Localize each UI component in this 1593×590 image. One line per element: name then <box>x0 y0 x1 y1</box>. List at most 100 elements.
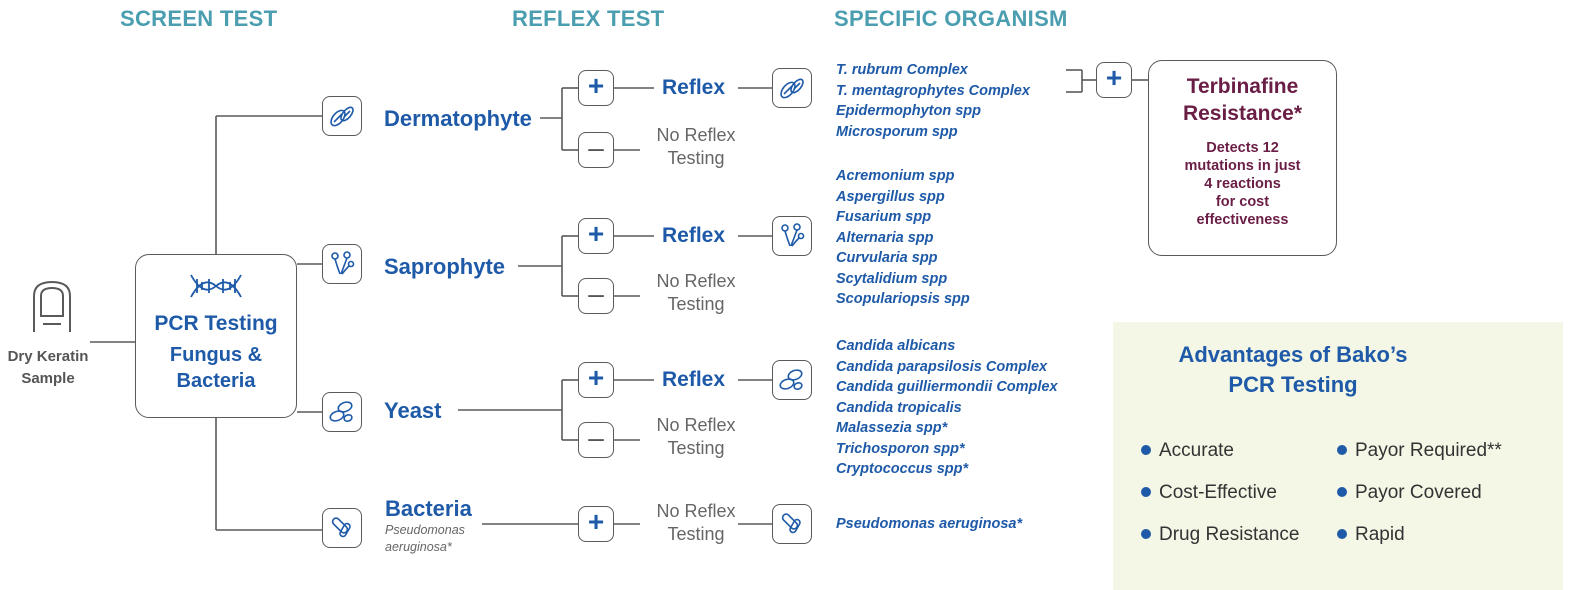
advantage-label: Cost-Effective <box>1159 482 1277 503</box>
category-saprophyte: Saprophyte <box>384 254 506 279</box>
saprophyte-icon <box>322 244 362 284</box>
no-reflex-line1: No Reflex <box>656 415 736 435</box>
bullet-icon <box>1337 487 1347 497</box>
saprophyte-icon <box>772 216 812 256</box>
category-bacteria: Bacteria <box>385 496 472 521</box>
no-reflex-testing: No Reflex Testing <box>641 500 751 546</box>
bacteria-icon <box>772 504 812 544</box>
advantage-label: Accurate <box>1159 440 1234 461</box>
terbinafine-desc-line: Detects 12 <box>1206 140 1279 156</box>
bullet-icon <box>1337 445 1347 455</box>
organism-item: Pseudomonas aeruginosa* <box>836 516 1023 532</box>
pcr-title: PCR Testing <box>154 312 278 335</box>
pcr-testing-box: PCR Testing Fungus & Bacteria <box>135 254 297 418</box>
advantage-label: Payor Required** <box>1355 440 1502 461</box>
sample-label-line2: Sample <box>21 370 75 387</box>
plus-icon: + <box>1096 62 1132 98</box>
no-reflex-line2: Testing <box>667 148 725 168</box>
minus-icon: – <box>578 422 614 458</box>
advantage-item: Cost-Effective <box>1141 482 1277 504</box>
terbinafine-title-line2: Resistance* <box>1182 102 1303 125</box>
reflex-label: Reflex <box>662 368 726 391</box>
bacteria-subtitle: Pseudomonas aeruginosa* <box>385 522 465 556</box>
no-reflex-testing: No Reflex Testing <box>641 124 751 170</box>
terbinafine-description: Detects 12 mutations in just 4 reactions… <box>1149 139 1336 229</box>
no-reflex-testing: No Reflex Testing <box>641 270 751 316</box>
terbinafine-resistance-box: Terbinafine Resistance* Detects 12 mutat… <box>1148 60 1337 256</box>
terbinafine-title: Terbinafine Resistance* <box>1149 73 1336 127</box>
organism-item: Epidermophyton spp <box>836 103 981 119</box>
organism-item: Microsporum spp <box>836 123 958 140</box>
advantage-item: Drug Resistance <box>1141 524 1299 546</box>
organism-list-yeast: Candida albicans Candida parapsilosis Co… <box>836 336 1058 480</box>
organism-item: Candida guilliermondii Complex <box>836 379 1058 395</box>
sample-label-line1: Dry Keratin <box>7 348 89 365</box>
organism-item: Trichosporon spp* <box>836 440 965 457</box>
organism-item: T. mentagrophytes Complex <box>836 82 1030 99</box>
advantage-item: Accurate <box>1141 440 1234 462</box>
organism-item: Scopulariopsis spp <box>836 291 970 307</box>
organism-item: T. rubrum Complex <box>836 62 968 78</box>
no-reflex-line1: No Reflex <box>656 271 736 291</box>
organism-list-dermatophyte: T. rubrum Complex T. mentagrophytes Comp… <box>836 60 1030 142</box>
advantage-label: Rapid <box>1355 524 1405 545</box>
plus-icon: + <box>578 362 614 398</box>
organism-list-saprophyte: Acremonium spp Aspergillus spp Fusarium … <box>836 166 970 310</box>
organism-item: Cryptococcus spp* <box>836 461 969 477</box>
organism-item: Candida parapsilosis Complex <box>836 358 1048 375</box>
advantage-label: Drug Resistance <box>1159 524 1300 545</box>
terbinafine-desc-line: 4 reactions <box>1204 176 1281 192</box>
no-reflex-line1: No Reflex <box>656 125 736 145</box>
plus-icon: + <box>578 70 614 106</box>
advantages-panel: Advantages of Bako’s PCR Testing Accurat… <box>1113 322 1563 590</box>
pcr-subtitle-line2: Bacteria <box>176 370 256 392</box>
no-reflex-testing: No Reflex Testing <box>641 414 751 460</box>
yeast-icon <box>772 360 812 400</box>
reflex-label: Reflex <box>662 76 726 99</box>
yeast-icon <box>322 392 362 432</box>
bullet-icon <box>1337 529 1347 539</box>
organism-item: Aspergillus spp <box>836 188 945 205</box>
advantages-title-line2: PCR Testing <box>1228 372 1358 397</box>
sample-label: Dry Keratin Sample <box>0 346 96 390</box>
bullet-icon <box>1141 529 1151 539</box>
reflex-label: Reflex <box>662 224 726 247</box>
no-reflex-line2: Testing <box>667 524 725 544</box>
category-yeast: Yeast <box>384 398 442 423</box>
bacteria-icon <box>322 508 362 548</box>
pcr-subtitle: Fungus & Bacteria <box>136 342 296 394</box>
bullet-icon <box>1141 487 1151 497</box>
organism-item: Malassezia spp* <box>836 420 948 436</box>
dna-icon <box>136 273 296 304</box>
bacteria-sub-line2: aeruginosa* <box>385 540 452 554</box>
terbinafine-desc-line: mutations in just <box>1184 158 1301 174</box>
bullet-icon <box>1141 445 1151 455</box>
dermatophyte-icon <box>322 96 362 136</box>
organism-item: Candida albicans <box>836 338 956 354</box>
no-reflex-line2: Testing <box>667 438 725 458</box>
organism-item: Acremonium spp <box>836 168 955 184</box>
advantage-item: Rapid <box>1337 524 1405 546</box>
organism-item: Scytalidium spp <box>836 270 948 287</box>
organism-item: Candida tropicalis <box>836 399 962 416</box>
fingernail-icon <box>30 280 74 339</box>
plus-icon: + <box>578 506 614 542</box>
advantages-title: Advantages of Bako’s PCR Testing <box>1113 340 1473 400</box>
no-reflex-line2: Testing <box>667 294 725 314</box>
advantage-label: Payor Covered <box>1355 482 1482 503</box>
pcr-subtitle-line1: Fungus & <box>169 344 263 366</box>
organism-item: Fusarium spp <box>836 209 932 225</box>
header-specific-organism: SPECIFIC ORGANISM <box>834 6 1068 31</box>
organism-list-bacteria: Pseudomonas aeruginosa* <box>836 514 1022 535</box>
header-screen-test: SCREEN TEST <box>120 6 278 31</box>
minus-icon: – <box>578 132 614 168</box>
advantages-title-line1: Advantages of Bako’s <box>1178 342 1408 367</box>
advantage-item: Payor Required** <box>1337 440 1502 462</box>
terbinafine-desc-line: effectiveness <box>1196 212 1289 228</box>
terbinafine-title-line1: Terbinafine <box>1186 75 1299 98</box>
category-dermatophyte: Dermatophyte <box>384 106 532 131</box>
terbinafine-desc-line: for cost <box>1215 194 1270 210</box>
advantage-item: Payor Covered <box>1337 482 1482 504</box>
organism-item: Alternaria spp <box>836 229 934 246</box>
